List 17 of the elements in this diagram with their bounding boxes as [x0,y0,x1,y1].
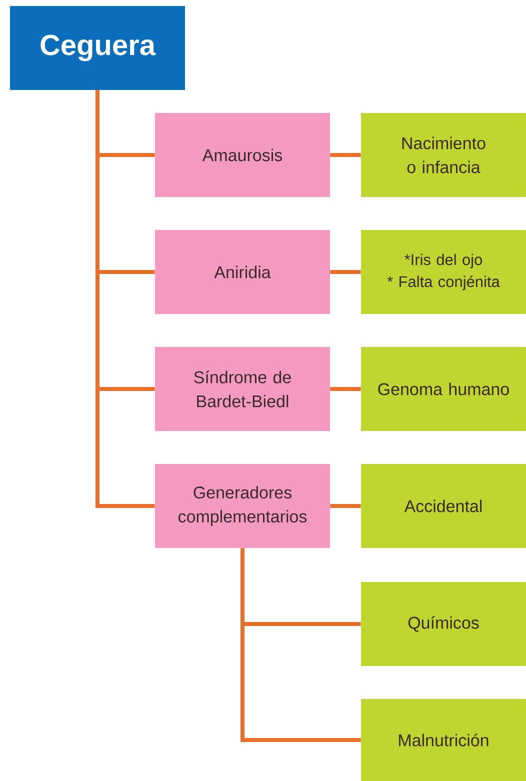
category-box: Amaurosis [155,113,330,197]
detail-box: *Iris del ojo * Falta conjénita [361,230,526,314]
detail-box: Accidental [361,464,526,548]
connector [330,504,361,508]
title-box: Ceguera [10,6,185,90]
connector [240,548,361,742]
detail-box: Malnutrición [361,699,526,781]
connector [330,387,361,391]
category-box: Generadores complementarios [155,464,330,548]
detail-box: Químicos [361,582,526,666]
category-box: Síndrome de Bardet-Biedl [155,347,330,431]
connector [330,153,361,157]
category-box: Aniridia [155,230,330,314]
detail-box: Genoma humano [361,347,526,431]
detail-box: Nacimiento o infancia [361,113,526,197]
connector [330,270,361,274]
connector [96,90,155,508]
